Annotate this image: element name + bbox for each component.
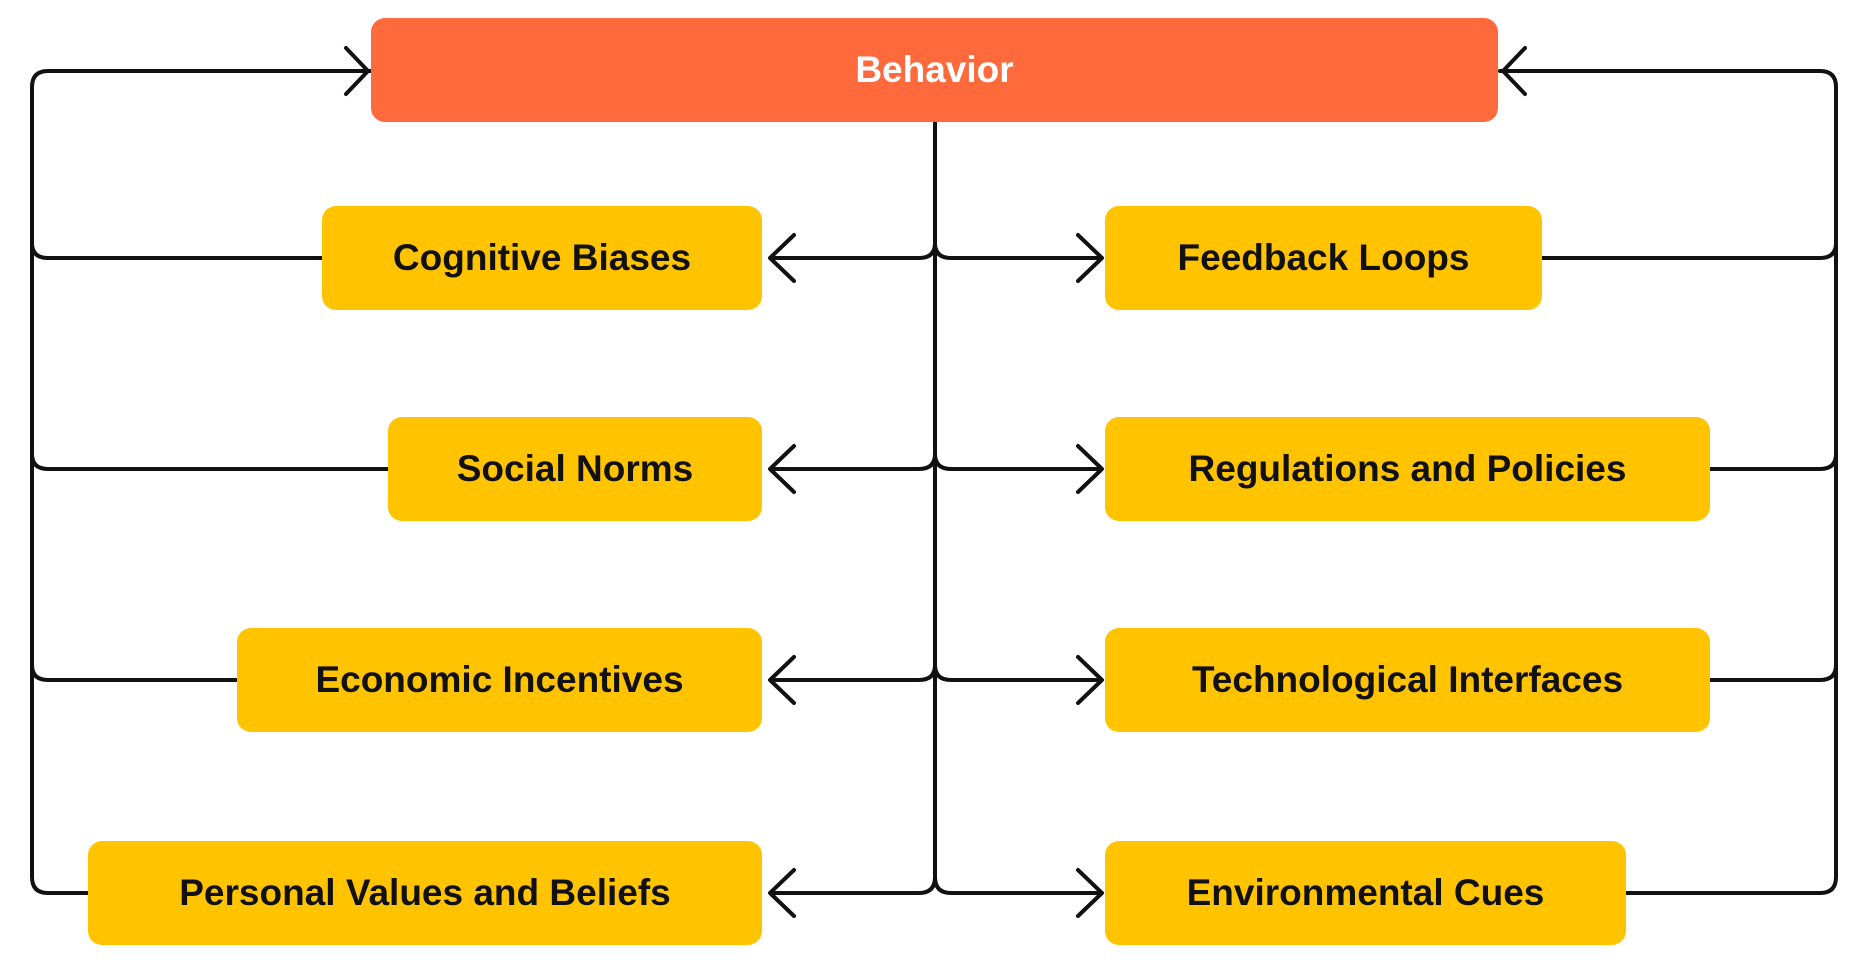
right-row3-outer-line [1706, 663, 1838, 682]
factor-node-feedback-loops: Feedback Loops [1105, 206, 1542, 310]
factor-node-economic-incentives: Economic Incentives [237, 628, 762, 732]
center-to-right-row4-arrowhead [1076, 868, 1104, 918]
factor-node-social-norms: Social Norms [388, 417, 762, 521]
center-to-right-row4-line [933, 875, 1102, 895]
factor-node-cognitive-biases: Cognitive Biases [322, 206, 762, 310]
factor-node-label: Social Norms [456, 448, 694, 489]
center-to-left-row2-line [770, 452, 937, 471]
center-to-left-row3-arrowhead [768, 655, 796, 705]
behavior-node-label: Behavior [855, 49, 1014, 90]
factor-node-label: Economic Incentives [315, 659, 684, 700]
factor-node-regulations-and-policies: Regulations and Policies [1105, 417, 1710, 521]
left-row2-outer-line [30, 452, 392, 471]
right-loop-arrowhead [1501, 46, 1527, 96]
center-to-right-row1-line [933, 241, 1102, 260]
center-to-left-row3-line [770, 663, 937, 682]
right-row1-outer-line [1538, 241, 1838, 260]
center-to-left-row4-arrowhead [768, 868, 796, 918]
behavior-node: Behavior [371, 18, 1498, 122]
factor-node-label: Cognitive Biases [392, 237, 692, 278]
center-to-right-row2-arrowhead [1076, 444, 1104, 494]
factor-node-label: Technological Interfaces [1191, 659, 1624, 700]
factor-node-label: Personal Values and Beliefs [179, 872, 671, 913]
left-loop-arrowhead [344, 46, 370, 96]
center-to-left-row2-arrowhead [768, 444, 796, 494]
right-row2-outer-line [1706, 452, 1838, 471]
factor-node-label: Feedback Loops [1177, 237, 1470, 278]
center-to-left-row4-line [770, 875, 937, 895]
factor-node-environmental-cues: Environmental Cues [1105, 841, 1626, 945]
center-to-right-row3-line [933, 663, 1102, 682]
left-loop-line [30, 69, 373, 895]
factor-node-label: Environmental Cues [1186, 872, 1545, 913]
factor-node-label: Regulations and Policies [1188, 448, 1627, 489]
center-to-right-row1-arrowhead [1076, 233, 1104, 283]
center-to-right-row2-line [933, 452, 1102, 471]
left-row1-outer-line [30, 241, 327, 260]
center-to-left-row1-arrowhead [768, 233, 796, 283]
factor-node-personal-values-and-beliefs: Personal Values and Beliefs [88, 841, 762, 945]
center-to-right-row3-arrowhead [1076, 655, 1104, 705]
right-loop-line [1498, 69, 1838, 895]
left-row3-outer-line [30, 663, 242, 682]
factor-node-technological-interfaces: Technological Interfaces [1105, 628, 1710, 732]
center-to-left-row1-line [770, 241, 937, 260]
